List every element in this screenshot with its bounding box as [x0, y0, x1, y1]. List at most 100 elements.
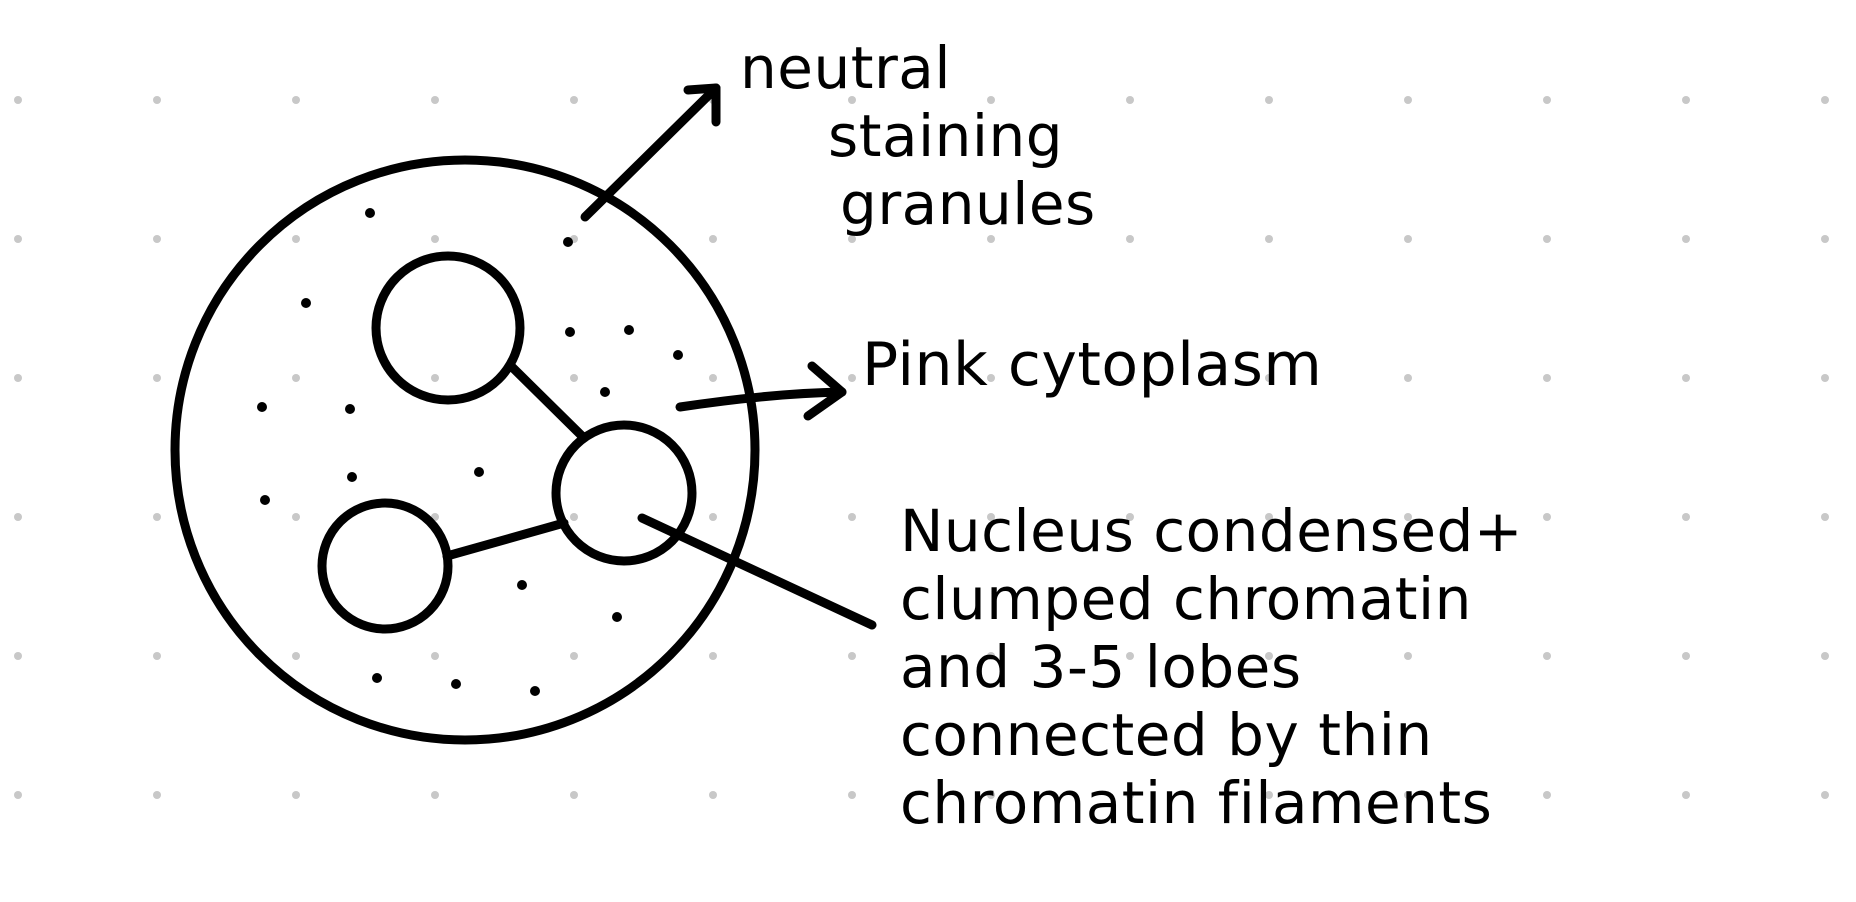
grid-dot [570, 513, 578, 521]
grid-dot [1682, 652, 1690, 660]
grid-dot [1821, 235, 1829, 243]
grid-dot [153, 374, 161, 382]
grid-dot [848, 235, 856, 243]
cell-membrane [170, 155, 760, 745]
label-line: granules [840, 170, 1096, 238]
grid-dot [1821, 652, 1829, 660]
grid-dot [1265, 791, 1273, 799]
grid-dot [1404, 652, 1412, 660]
grid-dot [1821, 96, 1829, 104]
grid-dot [1821, 791, 1829, 799]
grid-dot [1265, 96, 1273, 104]
grid-dot [431, 652, 439, 660]
granule [565, 327, 575, 337]
grid-dot [987, 791, 995, 799]
granules [257, 208, 683, 696]
grid-dot [431, 791, 439, 799]
granule [530, 686, 540, 696]
grid-dot [1404, 374, 1412, 382]
granule [600, 387, 610, 397]
granule [365, 208, 375, 218]
grid-dot [709, 791, 717, 799]
grid-dot [153, 96, 161, 104]
label-line: connected by thin [900, 701, 1433, 769]
pointer-nucleus-line [637, 513, 877, 630]
grid-dot [14, 513, 22, 521]
grid-dot [292, 96, 300, 104]
grid-dot [1404, 235, 1412, 243]
pointer-granules-line [580, 83, 721, 222]
granule [257, 402, 267, 412]
label-line: Pink cytoplasm [862, 330, 1323, 400]
label-line: Nucleus condensed+ [900, 497, 1523, 565]
grid-dot [1682, 513, 1690, 521]
label-pink-cytoplasm: Pink cytoplasm [862, 330, 1322, 400]
grid-dot [1126, 652, 1134, 660]
label-line: and 3-5 lobes [900, 633, 1302, 701]
grid-dot [848, 652, 856, 660]
grid-dot [1404, 96, 1412, 104]
grid-dot [570, 374, 578, 382]
grid-dot [1543, 791, 1551, 799]
grid-dot [570, 791, 578, 799]
grid-dot [153, 513, 161, 521]
grid-dot [848, 791, 856, 799]
grid-dot [292, 652, 300, 660]
granule [451, 679, 461, 689]
grid-dot [987, 374, 995, 382]
nucleus-lobe-bottom [317, 498, 453, 634]
pointer-cytoplasm-line [675, 387, 847, 412]
grid-dot [1265, 513, 1273, 521]
grid-dot [1543, 652, 1551, 660]
grid-dot [431, 374, 439, 382]
grid-dot [987, 652, 995, 660]
grid-dot [1543, 96, 1551, 104]
label-line: neutral [740, 34, 951, 102]
grid-dot [1126, 374, 1134, 382]
label-line: chromatin filaments [900, 769, 1493, 837]
grid-dot [709, 513, 717, 521]
grid-dot [848, 513, 856, 521]
grid-dot [848, 96, 856, 104]
grid-dot [570, 652, 578, 660]
grid-dot [1265, 374, 1273, 382]
grid-dot [292, 374, 300, 382]
grid-dot [14, 652, 22, 660]
granule [474, 467, 484, 477]
grid-dot [1404, 791, 1412, 799]
grid-dot [1821, 513, 1829, 521]
granule [260, 495, 270, 505]
label-nucleus-description: Nucleus condensed+ clumped chromatin and… [900, 497, 1523, 837]
granule [612, 612, 622, 622]
grid-dot [1126, 235, 1134, 243]
grid-dot [987, 235, 995, 243]
label-neutral-staining-granules: neutral staining granules [740, 34, 1096, 238]
grid-dot [1126, 96, 1134, 104]
grid-dot [1265, 652, 1273, 660]
grid-dot [431, 235, 439, 243]
grid-dot [848, 374, 856, 382]
grid-dot [709, 652, 717, 660]
granule [624, 325, 634, 335]
pointer-cytoplasm-arrowhead [803, 361, 847, 421]
grid-dot [153, 235, 161, 243]
granule [563, 237, 573, 247]
grid-dot [1543, 235, 1551, 243]
grid-dot [14, 791, 22, 799]
pointer-granules-arrowhead [683, 83, 721, 127]
grid-dot [1543, 374, 1551, 382]
grid-dot [292, 235, 300, 243]
grid-dot [987, 96, 995, 104]
grid-dot [570, 96, 578, 104]
chromatin-filament-top [505, 360, 589, 443]
granule [372, 673, 382, 683]
granule [673, 350, 683, 360]
grid-dot [14, 96, 22, 104]
grid-dot [292, 791, 300, 799]
grid-dot [14, 235, 22, 243]
grid-dot [1682, 374, 1690, 382]
grid-dot [709, 374, 717, 382]
